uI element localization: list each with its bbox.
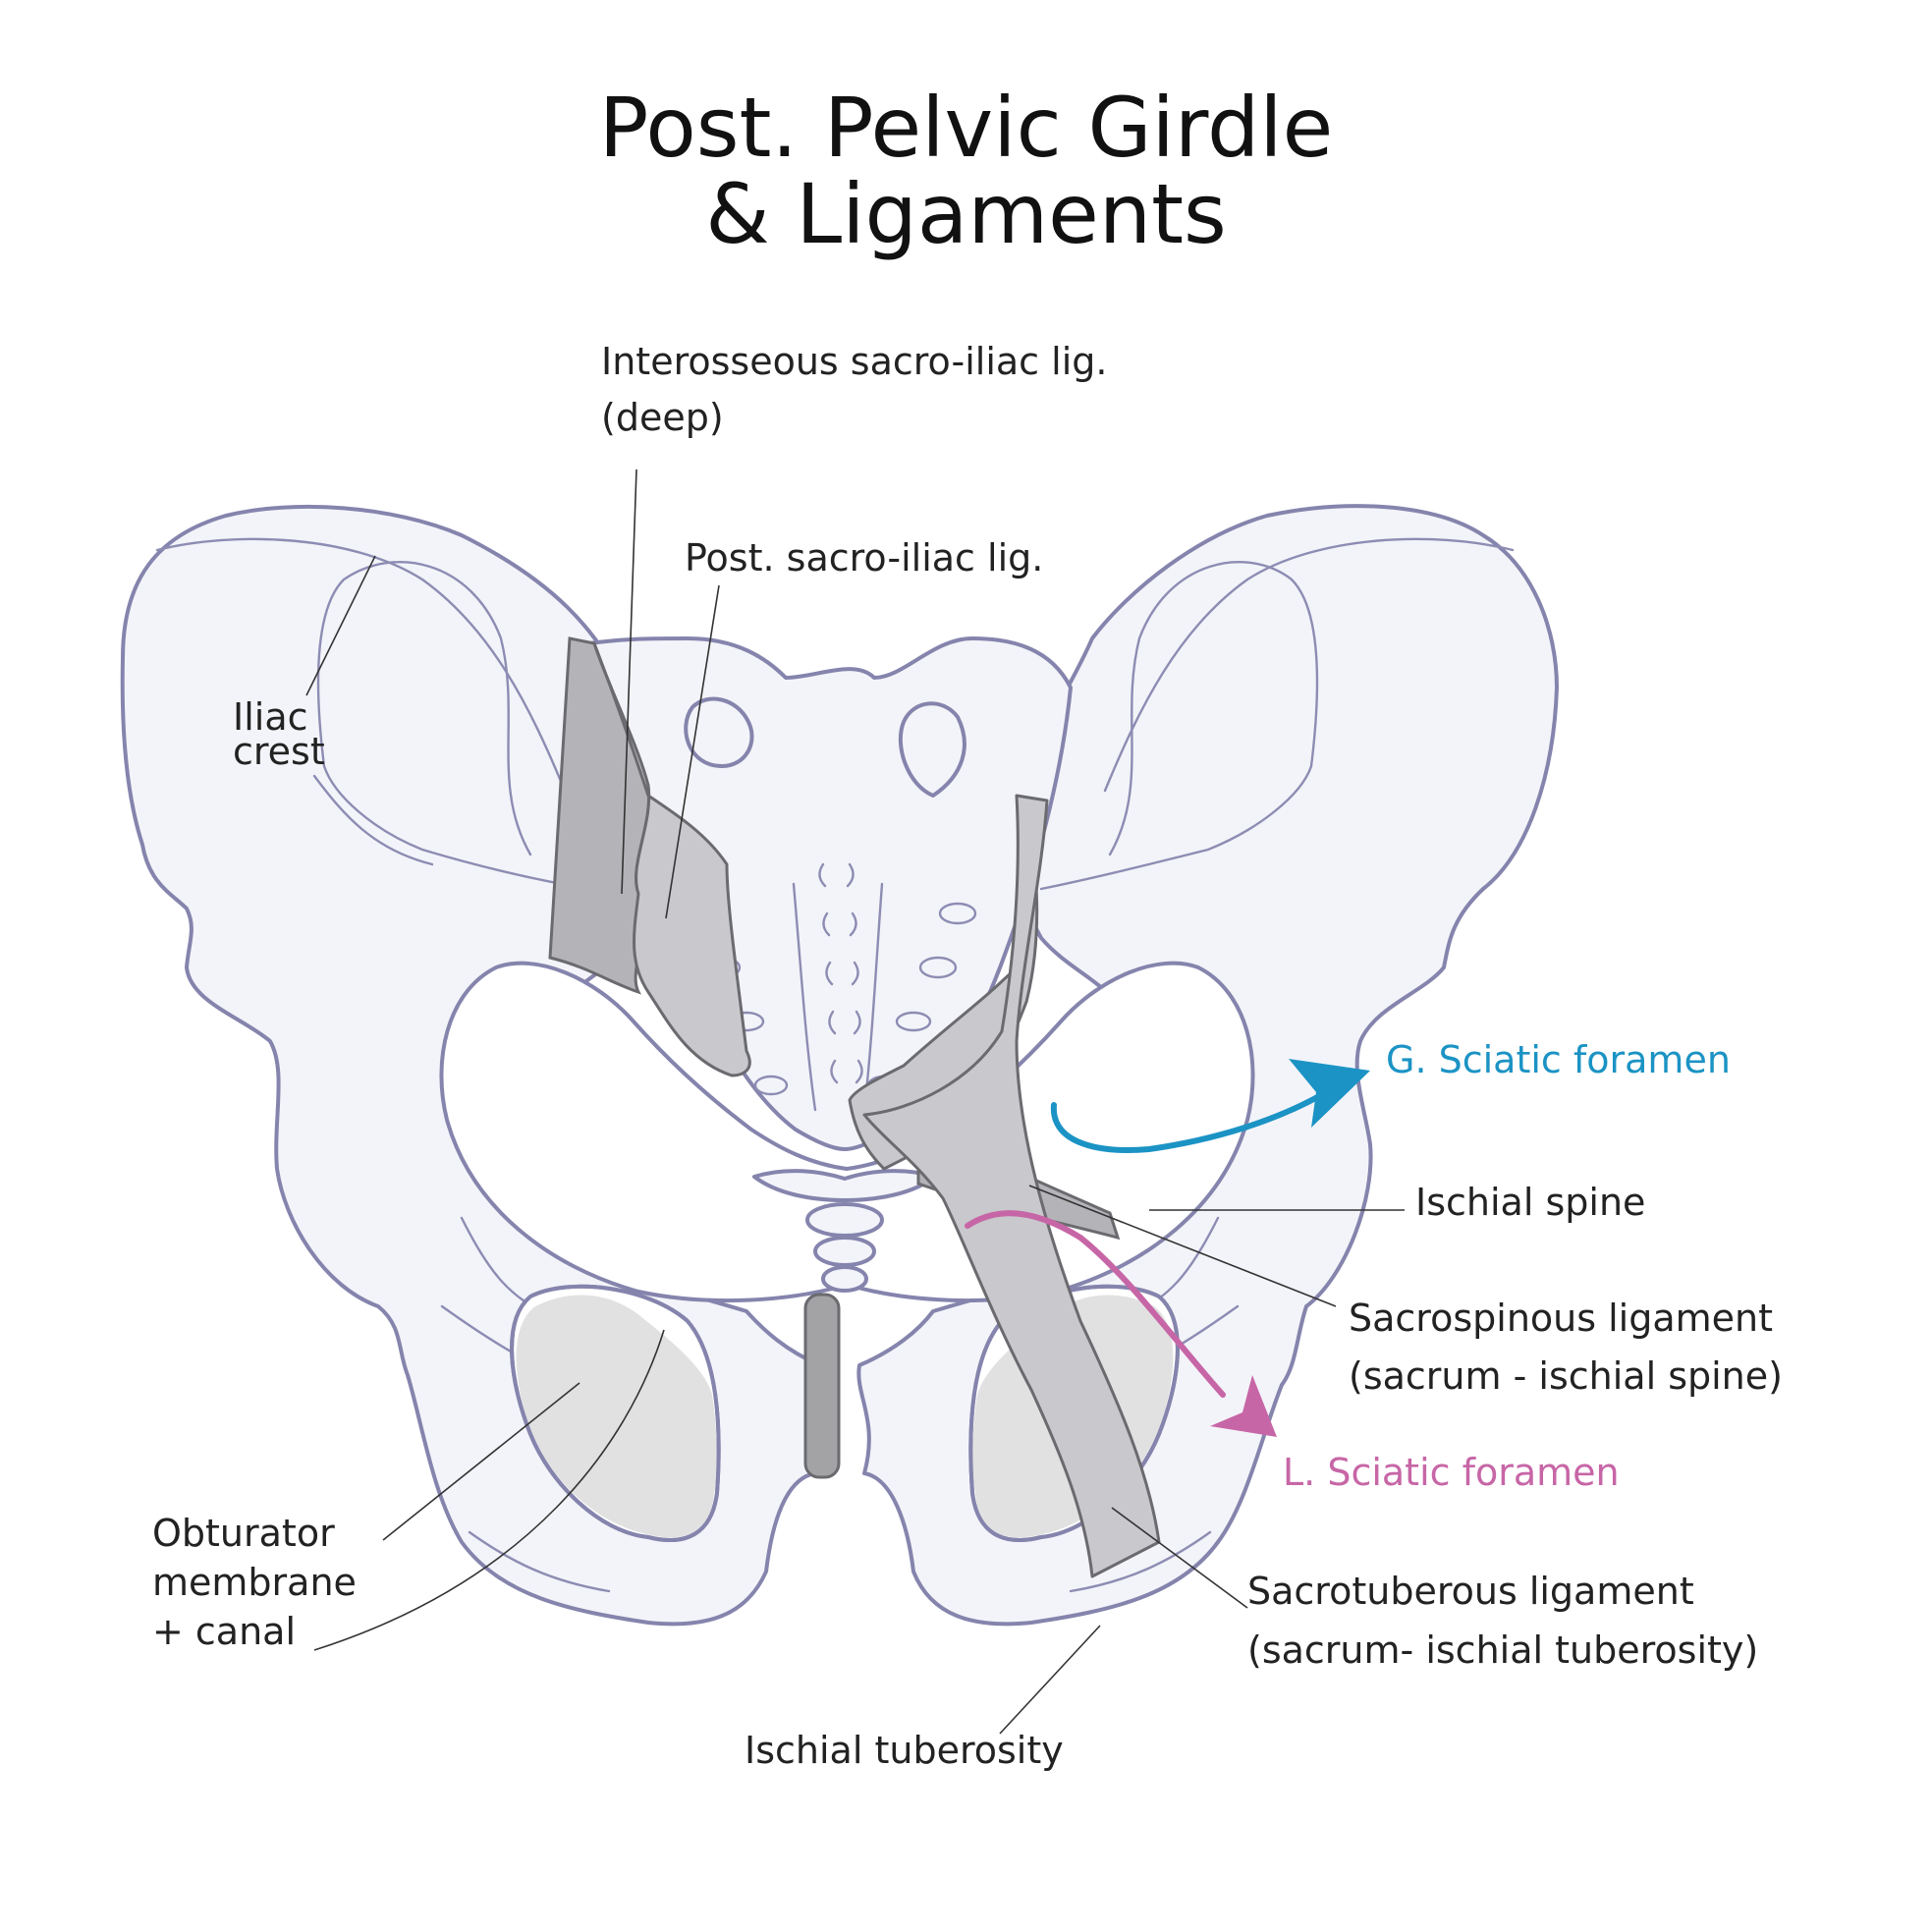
lesser-sciatic-arrowhead xyxy=(1210,1375,1277,1437)
right-iliac-fossa-line xyxy=(1039,561,1319,891)
pubic-symphysis xyxy=(803,1293,841,1479)
label-sacrotuberous-line-1: Sacrotuberous ligament xyxy=(1247,1570,1694,1613)
label-sacrospinous-line-1: Sacrospinous ligament xyxy=(1349,1297,1774,1340)
label-pointers xyxy=(305,469,1405,1735)
left-iliac-fossa-line xyxy=(312,561,591,891)
label-obturator-line-1: Obturator xyxy=(152,1512,335,1555)
label-obturator-line-3: + canal xyxy=(152,1610,297,1653)
lesser-sciatic-arrow xyxy=(965,1210,1226,1398)
label-ischial-spine: Ischial spine xyxy=(1415,1181,1646,1224)
greater-sciatic-arrowhead xyxy=(1289,1059,1370,1128)
label-sacrospinous-line-2: (sacrum - ischial spine) xyxy=(1349,1354,1783,1398)
label-lesser-sciatic-foramen: L. Sciatic foramen xyxy=(1283,1451,1620,1494)
label-interosseous-line-2: (deep) xyxy=(601,396,724,439)
sacrotuberous-ligament xyxy=(862,794,1161,1578)
right-iliac-crest-line xyxy=(1103,537,1515,793)
title-line-2: & Ligaments xyxy=(705,166,1227,262)
label-greater-sciatic-foramen: G. Sciatic foramen xyxy=(1386,1038,1731,1081)
left-obturator-foramen-outline xyxy=(510,1284,721,1542)
label-ischial-tuberosity: Ischial tuberosity xyxy=(745,1729,1064,1772)
sacral-articular-process-left xyxy=(684,696,754,768)
left-iliac-crest-line xyxy=(155,537,567,793)
label-iliac-crest-line-2: crest xyxy=(233,730,325,773)
left-posterior-sacro-iliac-ligament xyxy=(592,641,751,1077)
label-interosseous-line-1: Interosseous sacro-iliac lig. xyxy=(601,340,1108,383)
left-obturator-membrane xyxy=(516,1295,717,1538)
label-post-sacro-iliac: Post. sacro-iliac lig. xyxy=(685,536,1044,580)
sacral-articular-process-right xyxy=(898,701,966,798)
label-sacrotuberous-line-2: (sacrum- ischial tuberosity) xyxy=(1247,1628,1759,1672)
greater-sciatic-arrow xyxy=(1050,1092,1324,1153)
label-iliac-crest-line-1: Iliac xyxy=(233,695,308,739)
title-line-1: Post. Pelvic Girdle xyxy=(598,80,1334,176)
label-obturator-line-2: membrane xyxy=(152,1561,357,1604)
